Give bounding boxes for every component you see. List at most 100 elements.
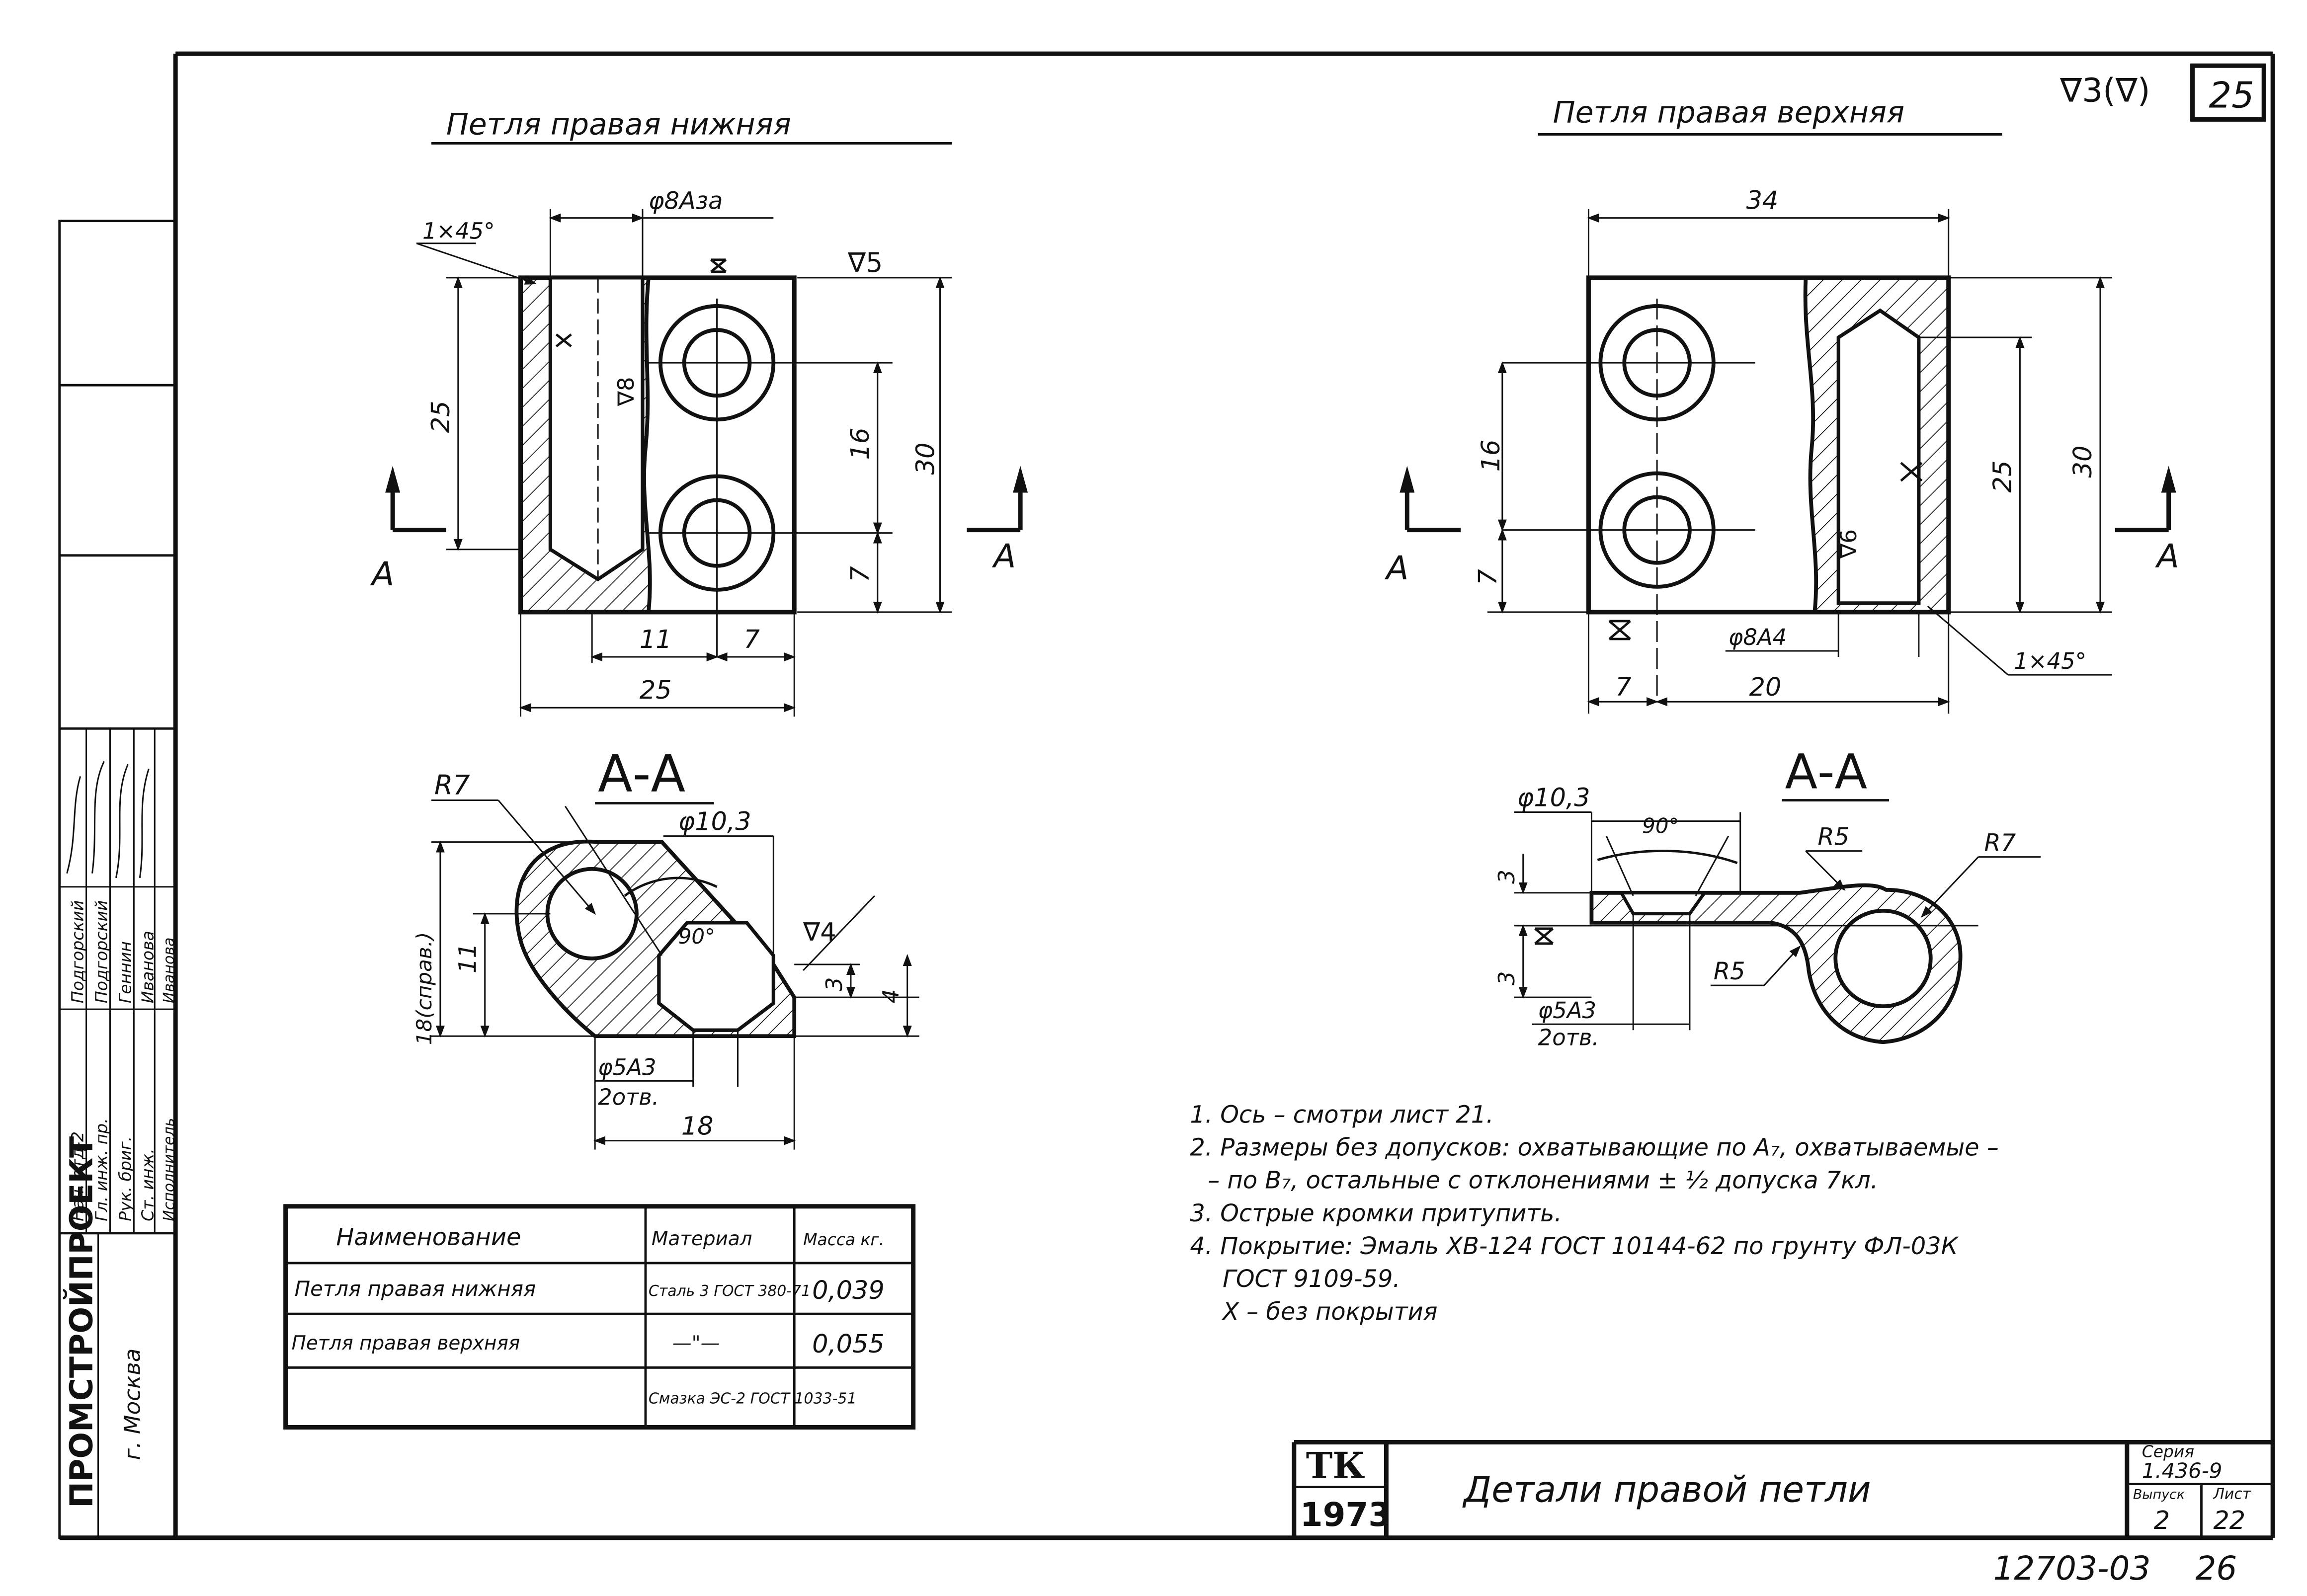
right-section-r5-upper: R5	[1817, 823, 1849, 851]
note-line-4: 3. Острые кромки притупить.	[1190, 1199, 1562, 1227]
note-line-1: 1. Ось – смотри лист 21.	[1190, 1101, 1493, 1128]
spec-row-2-mass: 0,055	[812, 1330, 885, 1359]
stamp-role-3: Рук. бриг.	[115, 1136, 135, 1221]
spec-row-3-material: Смазка ЭС-2 ГОСТ 1033-51	[649, 1390, 857, 1407]
title-block-series-label: Серия	[2142, 1442, 2194, 1461]
right-section-hole-fit: φ5А3	[1538, 997, 1596, 1024]
left-section-roughness: ∇4	[803, 918, 836, 947]
stamp-name-4: Иванова	[138, 931, 157, 1003]
right-section-mark-a-right: A	[2155, 537, 2179, 575]
note-line-7: Ⅹ – без покрытия	[1221, 1298, 1437, 1326]
left-section-hole	[545, 867, 639, 960]
left-section-dim-18-ref: 18(справ.)	[412, 932, 436, 1045]
title-block-series: 1.436-9	[2142, 1459, 2223, 1483]
left-roughness-hole: ∇8	[613, 377, 639, 406]
left-dim-25-vert: 25	[426, 400, 456, 433]
right-dim-25: 25	[1988, 461, 2018, 493]
left-dim-7-horiz: 7	[743, 625, 759, 654]
title-block-sheet-label: Лист	[2213, 1486, 2251, 1503]
side-stamp-city: г. Москва	[119, 1349, 145, 1460]
right-section-body	[1517, 883, 1978, 1044]
right-section-mark-a-left: A	[1384, 549, 1408, 587]
stamp-role-2: Гл. инж. пр.	[92, 1118, 111, 1221]
left-chamfer-label: 1×45°	[422, 218, 495, 244]
left-section-mark-a-right: A	[991, 537, 1016, 575]
title-block-tk: ТК	[1306, 1444, 1365, 1486]
left-view-bore	[548, 276, 645, 582]
left-section-dim-4: 4	[878, 989, 904, 1003]
right-dim-7-vert: 7	[1474, 569, 1503, 585]
spec-header-name: Наименование	[336, 1223, 521, 1251]
right-section-dimensions	[1514, 811, 2041, 1031]
spec-row-1-mass: 0,039	[812, 1276, 885, 1305]
right-dim-7-horiz: 7	[1615, 673, 1631, 702]
stamp-role-1: Нач. отд-2	[68, 1131, 87, 1221]
left-view-dimensions	[385, 209, 1028, 717]
left-dim-30: 30	[911, 443, 941, 475]
left-view-title: Петля правая нижняя	[446, 107, 791, 142]
spec-row-2-material: —"—	[672, 1332, 720, 1355]
left-view-body	[518, 275, 893, 657]
title-block	[1292, 1440, 2273, 1538]
spec-row-2-name: Петля правая верхняя	[292, 1332, 520, 1355]
title-block-issue: 2	[2154, 1506, 2170, 1535]
left-section-dim-3: 3	[821, 977, 847, 991]
archive-number: 12703-03	[1993, 1549, 2150, 1588]
side-stamp-organization: ПРОМСТРОЙПРОЕКТ	[64, 1136, 100, 1508]
right-section-r7: R7	[1984, 829, 2016, 857]
stamp-name-5: Иванова	[161, 937, 178, 1003]
right-section-r5-lower: R5	[1714, 958, 1745, 985]
left-dim-11: 11	[640, 625, 672, 654]
left-section-title: А-А	[598, 744, 685, 803]
right-roughness-hole: ∇6	[1835, 529, 1862, 559]
right-view-bore	[1836, 308, 1921, 605]
left-dim-16: 16	[846, 427, 875, 460]
spec-table	[283, 1204, 916, 1430]
sheet-corner-number: 25	[2209, 74, 2254, 116]
spec-header-mass: Масса кг.	[803, 1230, 884, 1249]
title-block-sheet: 22	[2213, 1506, 2245, 1535]
right-view-title: Петля правая верхняя	[1553, 95, 1904, 130]
left-dim-7-vert: 7	[846, 566, 875, 582]
note-line-2: 2. Размеры без допусков: охватывающие по…	[1190, 1134, 1998, 1162]
left-roughness-top: ∇5	[847, 247, 883, 278]
left-section-radius: R7	[434, 769, 470, 800]
left-section-diameter: φ10,3	[678, 807, 751, 837]
right-dim-34: 34	[1746, 186, 1779, 216]
stamp-name-1: Подгорский	[68, 900, 87, 1003]
stamp-name-2: Подгорский	[92, 900, 111, 1003]
right-view-body	[1502, 275, 1951, 702]
left-section-dim-11: 11	[454, 943, 482, 973]
right-section-dim-3-lower: 3	[1493, 971, 1520, 985]
right-section-dim-3-upper: 3	[1493, 870, 1520, 884]
side-stamp	[58, 220, 177, 1539]
title-block-year: 1973	[1300, 1496, 1391, 1534]
left-section-dimensions	[431, 799, 919, 1150]
left-section-hole-count: 2отв.	[598, 1084, 659, 1110]
right-section-angle: 90°	[1642, 814, 1679, 838]
title-block-title: Детали правой петли	[1462, 1469, 1871, 1511]
technical-notes: 1. Ось – смотри лист 21. 2. Размеры без …	[1190, 1101, 1998, 1326]
title-block-issue-label: Выпуск	[2133, 1487, 2185, 1503]
left-hole-fit-label: φ8Аза	[649, 187, 723, 215]
stamp-signatures	[66, 761, 150, 878]
left-section-mark-a-left: A	[370, 555, 394, 593]
right-section-hole	[1833, 908, 1933, 1009]
right-section-title: А-А	[1785, 744, 1867, 799]
right-view-dimensions	[1400, 209, 2176, 714]
note-line-3: – по В₇, остальные с отклонениями ± ½ до…	[1208, 1167, 1878, 1195]
left-section-body	[514, 805, 797, 1038]
right-hole-fit-label: φ8А4	[1729, 624, 1787, 650]
left-dim-25-horiz: 25	[640, 676, 672, 705]
right-dim-30: 30	[2068, 446, 2098, 478]
right-section-hole-count: 2отв.	[1538, 1024, 1599, 1050]
stamp-name-3: Геннин	[115, 941, 135, 1003]
spec-row-1-material: Сталь 3 ГОСТ 380-71	[649, 1282, 811, 1300]
left-section-angle: 90°	[678, 924, 715, 949]
left-section-hole-fit: φ5А3	[598, 1054, 656, 1080]
archive-page: 26	[2196, 1549, 2237, 1588]
note-line-5: 4. Покрытие: Эмаль ХВ-124 ГОСТ 10144-62 …	[1190, 1232, 1959, 1260]
right-dim-20: 20	[1749, 673, 1782, 702]
stamp-role-4: Ст. инж.	[138, 1148, 157, 1221]
